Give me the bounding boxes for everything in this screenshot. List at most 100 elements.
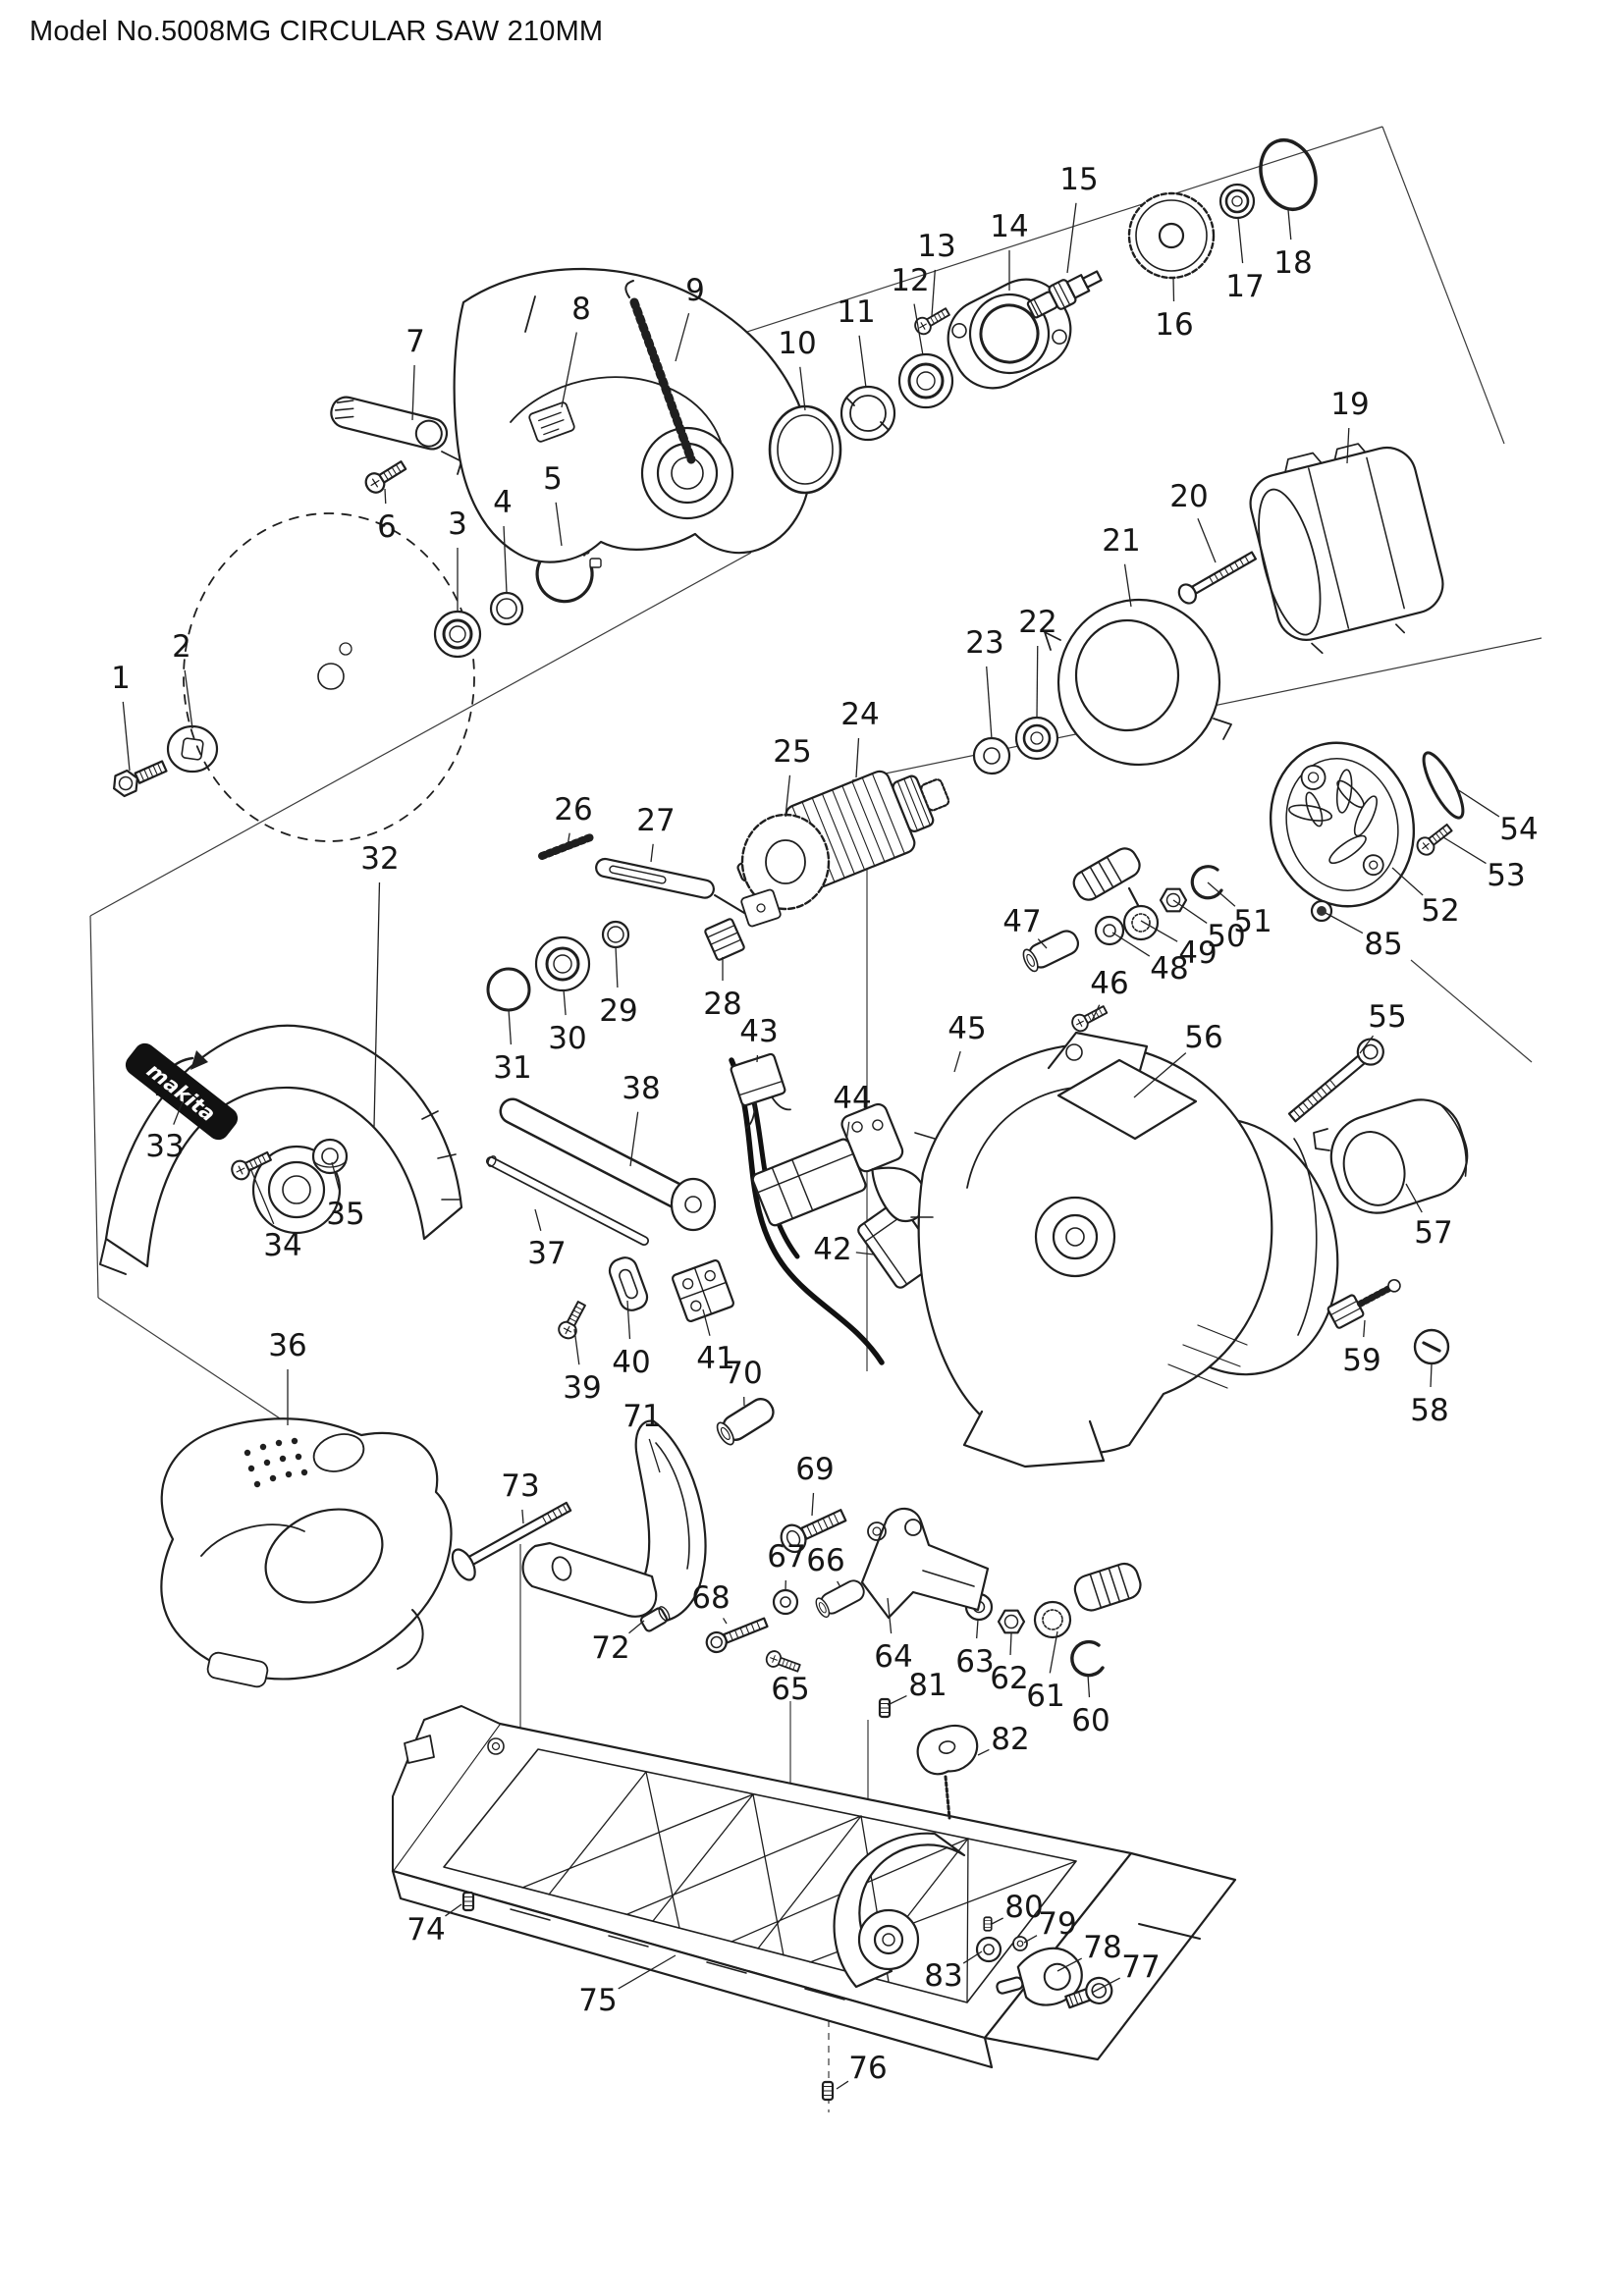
part-bearing-30 bbox=[534, 935, 591, 992]
part-label-15: 15 bbox=[1059, 162, 1098, 197]
leader-line-42 bbox=[855, 1252, 875, 1255]
leader-line-81 bbox=[887, 1694, 907, 1706]
part-label-34: 34 bbox=[263, 1228, 301, 1263]
part-label-53: 53 bbox=[1487, 858, 1525, 893]
leader-line-17 bbox=[1237, 217, 1244, 264]
leader-line-25 bbox=[785, 774, 791, 818]
part-tube-70 bbox=[713, 1393, 779, 1449]
leader-line-63 bbox=[976, 1619, 979, 1639]
part-label-40: 40 bbox=[612, 1345, 650, 1380]
part-washer-83 bbox=[975, 1936, 1002, 1963]
leader-line-24 bbox=[855, 737, 860, 778]
leader-line-75 bbox=[618, 1954, 677, 1990]
part-label-37: 37 bbox=[527, 1236, 566, 1271]
part-label-14: 14 bbox=[990, 209, 1028, 244]
part-label-38: 38 bbox=[622, 1071, 660, 1106]
leader-line-1 bbox=[122, 701, 131, 772]
part-label-9: 9 bbox=[685, 273, 705, 308]
leader-line-59 bbox=[1363, 1319, 1366, 1338]
leader-line-6 bbox=[384, 488, 387, 505]
part-pin-72 bbox=[639, 1606, 671, 1632]
part-label-49: 49 bbox=[1178, 935, 1217, 971]
part-label-4: 4 bbox=[493, 485, 513, 520]
part-hex-bolt-1 bbox=[108, 760, 168, 800]
leader-line-29 bbox=[615, 945, 619, 988]
part-lever-71 bbox=[521, 1419, 707, 1624]
leader-line-7 bbox=[411, 364, 415, 421]
part-bearing-12 bbox=[897, 352, 954, 409]
leader-line-15 bbox=[1066, 202, 1077, 274]
part-label-23: 23 bbox=[965, 625, 1003, 661]
part-label-51: 51 bbox=[1233, 904, 1272, 939]
part-screw-53 bbox=[1413, 820, 1456, 860]
part-label-7: 7 bbox=[406, 324, 425, 359]
part-label-55: 55 bbox=[1368, 999, 1406, 1035]
leader-line-74 bbox=[445, 1903, 462, 1917]
part-label-22: 22 bbox=[1018, 605, 1056, 640]
part-label-59: 59 bbox=[1342, 1343, 1380, 1378]
leader-line-46 bbox=[1091, 1004, 1101, 1022]
leader-line-78 bbox=[1056, 1957, 1083, 1972]
part-label-27: 27 bbox=[636, 803, 675, 838]
leader-line-41 bbox=[702, 1308, 711, 1336]
part-safety-cover-8 bbox=[453, 267, 813, 563]
part-label-73: 73 bbox=[501, 1468, 539, 1504]
part-rod-37 bbox=[486, 1155, 649, 1246]
leader-line-53 bbox=[1442, 836, 1487, 865]
part-label-13: 13 bbox=[917, 229, 955, 264]
part-gear-16 bbox=[1127, 191, 1216, 280]
part-set-screw-76 bbox=[821, 2080, 835, 2102]
leader-line-11 bbox=[858, 335, 867, 389]
leader-line-8 bbox=[561, 332, 577, 408]
part-plate-40 bbox=[608, 1256, 649, 1311]
leader-line-56 bbox=[1133, 1052, 1187, 1098]
part-label-47: 47 bbox=[1002, 904, 1041, 939]
leader-line-38 bbox=[629, 1111, 639, 1167]
part-bolt-73 bbox=[451, 1501, 572, 1581]
part-name-plate-56 bbox=[1056, 1058, 1198, 1141]
leader-line-27 bbox=[650, 843, 654, 863]
part-label-77: 77 bbox=[1121, 1949, 1160, 1985]
part-label-1: 1 bbox=[111, 661, 131, 696]
leader-lines bbox=[122, 202, 1500, 2090]
part-link-27 bbox=[595, 857, 782, 928]
part-label-72: 72 bbox=[591, 1630, 629, 1666]
part-pin-66 bbox=[812, 1575, 869, 1621]
part-spindle-15 bbox=[1026, 270, 1103, 319]
part-label-17: 17 bbox=[1225, 269, 1264, 304]
leader-line-40 bbox=[626, 1300, 631, 1340]
part-label-42: 42 bbox=[813, 1232, 851, 1267]
leader-line-45 bbox=[953, 1050, 961, 1073]
part-label-30: 30 bbox=[548, 1021, 586, 1056]
leader-line-79 bbox=[1023, 1935, 1038, 1944]
part-bevel-lever-61 bbox=[1033, 1562, 1142, 1639]
leader-line-48 bbox=[1111, 932, 1151, 957]
part-saw-blade-phantom bbox=[183, 512, 475, 842]
part-label-61: 61 bbox=[1026, 1679, 1064, 1714]
part-fan-25 bbox=[740, 813, 831, 911]
part-set-screw-80 bbox=[983, 1916, 993, 1932]
part-screw-68 bbox=[705, 1617, 769, 1654]
construction-line bbox=[89, 915, 99, 1299]
part-label-71: 71 bbox=[623, 1399, 661, 1434]
leader-line-82 bbox=[977, 1748, 990, 1756]
part-label-82: 82 bbox=[991, 1722, 1029, 1757]
leader-line-58 bbox=[1430, 1363, 1433, 1388]
part-label-25: 25 bbox=[773, 734, 811, 770]
part-armature-24 bbox=[736, 770, 950, 911]
part-baffle-ring-21 bbox=[1044, 598, 1232, 767]
part-bolt-77 bbox=[1064, 1976, 1113, 2009]
leader-line-83 bbox=[962, 1950, 983, 1964]
part-label-56: 56 bbox=[1184, 1020, 1222, 1055]
part-tube-38 bbox=[499, 1097, 717, 1232]
part-depth-lever-49 bbox=[1072, 847, 1160, 941]
part-label-29: 29 bbox=[599, 993, 637, 1029]
leader-line-49 bbox=[1140, 920, 1178, 942]
part-label-48: 48 bbox=[1150, 951, 1188, 987]
part-label-10: 10 bbox=[778, 326, 816, 361]
part-label-78: 78 bbox=[1083, 1930, 1121, 1965]
leader-line-44 bbox=[845, 1121, 850, 1143]
part-set-screw-74 bbox=[461, 1891, 475, 1912]
part-label-69: 69 bbox=[795, 1452, 834, 1487]
part-label-36: 36 bbox=[268, 1328, 306, 1363]
